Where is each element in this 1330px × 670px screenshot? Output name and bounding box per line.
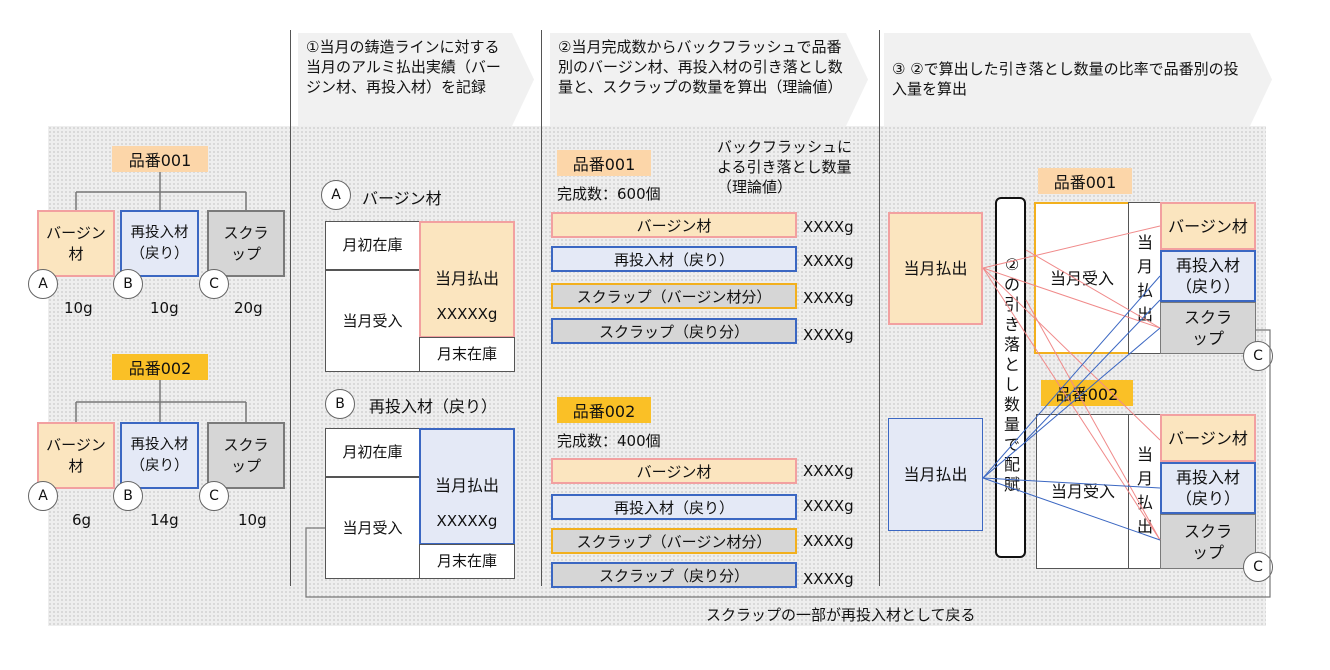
mark-a-col1: A	[321, 180, 351, 210]
p2-row-scrap-return: スクラップ（戻り分）	[551, 562, 797, 588]
weight-c-002: 10g	[238, 511, 267, 529]
tree-lines	[75, 172, 247, 422]
reinput-ledger-title: 再投入材（戻り）	[369, 397, 498, 416]
weight-b-001: 10g	[150, 299, 179, 317]
virgin-ledger-title: バージン材	[362, 189, 442, 208]
weight-c-001: 20g	[234, 299, 263, 317]
p1-amount-reinput: XXXXg	[803, 252, 854, 270]
completed-count-002: 完成数：400個	[557, 432, 661, 450]
step1-header: ①当月の鋳造ラインに対する当月のアルミ払出実績（バージン材、再投入材）を記録	[298, 33, 534, 126]
mark-a-001: A	[28, 269, 58, 299]
p2-amount-reinput: XXXXg	[803, 497, 854, 515]
col2-product-tag-002: 品番002	[557, 397, 651, 423]
p2-row-scrap-virgin: スクラップ（バージン材分）	[551, 528, 797, 554]
col3-issue-002-text: 当月払出	[1136, 445, 1153, 536]
col2-product-tag-001: 品番001	[557, 150, 651, 176]
step3-header: ③ ②で算出した引き落とし数量の比率で品番別の投入量を算出	[884, 33, 1272, 126]
mark-a-002: A	[28, 481, 58, 511]
material-reinput-001: 再投入材（戻り）	[120, 210, 199, 277]
p1-row-reinput: 再投入材（戻り）	[551, 246, 797, 272]
p2-amount-scrap-virgin: XXXXg	[803, 532, 854, 550]
material-scrap-001: スクラップ	[207, 210, 285, 277]
col3-virgin-002: バージン材	[1160, 414, 1256, 462]
material-scrap-002: スクラップ	[207, 422, 285, 489]
col3-virgin-001: バージン材	[1160, 202, 1256, 250]
col3-issue-002: 当月払出	[1128, 414, 1161, 569]
mark-b-col1: B	[325, 389, 355, 419]
step2-header-text: ②当月完成数からバックフラッシュで品番別のバージン材、再投入材の引き落とし数量と…	[558, 38, 843, 96]
virgin-closing-stock: 月末在庫	[419, 337, 515, 372]
col3-virgin-issue: 当月払出	[888, 212, 983, 325]
reinput-opening-stock: 月初在庫	[325, 428, 420, 477]
product-tag-002: 品番002	[112, 354, 208, 380]
p2-amount-virgin: XXXXg	[803, 462, 854, 480]
virgin-opening-stock: 月初在庫	[325, 221, 420, 270]
column-separator	[290, 30, 291, 586]
material-virgin-002: バージン材	[37, 422, 115, 489]
col3-mark-c-001: C	[1243, 341, 1273, 371]
p1-amount-scrap-virgin: XXXXg	[803, 289, 854, 307]
footer-note: スクラップの一部が再投入材として戻る	[706, 606, 976, 624]
column-separator	[879, 30, 880, 586]
reinput-issue-label: 当月払出	[434, 476, 499, 495]
completed-count-001: 完成数：600個	[557, 185, 661, 203]
reinput-closing-stock: 月末在庫	[419, 544, 515, 579]
reinput-receipt: 当月受入	[325, 477, 420, 579]
p1-row-scrap-return: スクラップ（戻り分）	[551, 318, 797, 344]
backflush-note: バックフラッシュによる引き落とし数量（理論値）	[717, 138, 853, 196]
col3-product-tag-002: 品番002	[1041, 380, 1133, 406]
step3-header-text: ③ ②で算出した引き落とし数量の比率で品番別の投入量を算出	[892, 60, 1239, 98]
col3-reinput-002: 再投入材（戻り）	[1160, 462, 1256, 514]
material-virgin-001: バージン材	[37, 210, 115, 277]
col3-scrap-001: スクラップ	[1160, 302, 1256, 354]
mark-b-002: B	[113, 481, 143, 511]
col3-reinput-issue: 当月払出	[888, 418, 983, 531]
material-reinput-002: 再投入材（戻り）	[120, 422, 199, 489]
col3-scrap-002: スクラップ	[1160, 514, 1256, 569]
reinput-issue-amount: XXXXXg	[436, 512, 498, 530]
mark-c-002: C	[199, 481, 229, 511]
virgin-issue-amount: XXXXXg	[436, 305, 498, 323]
step2-header: ②当月完成数からバックフラッシュで品番別のバージン材、再投入材の引き落とし数量と…	[550, 33, 868, 126]
virgin-issue: 当月払出 XXXXXg	[419, 221, 515, 338]
p1-row-scrap-virgin: スクラップ（バージン材分）	[551, 283, 797, 309]
virgin-issue-label: 当月払出	[434, 269, 499, 288]
col3-reinput-001: 再投入材（戻り）	[1160, 250, 1256, 302]
product-tag-001: 品番001	[112, 146, 208, 172]
mark-c-001: C	[199, 269, 229, 299]
weight-a-002: 6g	[72, 511, 92, 529]
p1-amount-virgin: XXXXg	[803, 218, 854, 236]
col3-mark-c-002: C	[1243, 552, 1273, 582]
column-separator	[541, 30, 542, 586]
weight-a-001: 10g	[64, 299, 93, 317]
p2-row-reinput: 再投入材（戻り）	[551, 494, 797, 520]
p2-row-virgin: バージン材	[551, 458, 797, 484]
weight-b-002: 14g	[150, 511, 179, 529]
virgin-receipt: 当月受入	[325, 270, 420, 372]
mark-b-001: B	[113, 269, 143, 299]
p1-amount-scrap-return: XXXXg	[803, 326, 854, 344]
col3-product-tag-001: 品番001	[1038, 168, 1132, 194]
step1-header-text: ①当月の鋳造ラインに対する当月のアルミ払出実績（バージン材、再投入材）を記録	[306, 38, 501, 96]
p1-row-virgin: バージン材	[551, 212, 797, 238]
p2-amount-scrap-return: XXXXg	[803, 570, 854, 588]
